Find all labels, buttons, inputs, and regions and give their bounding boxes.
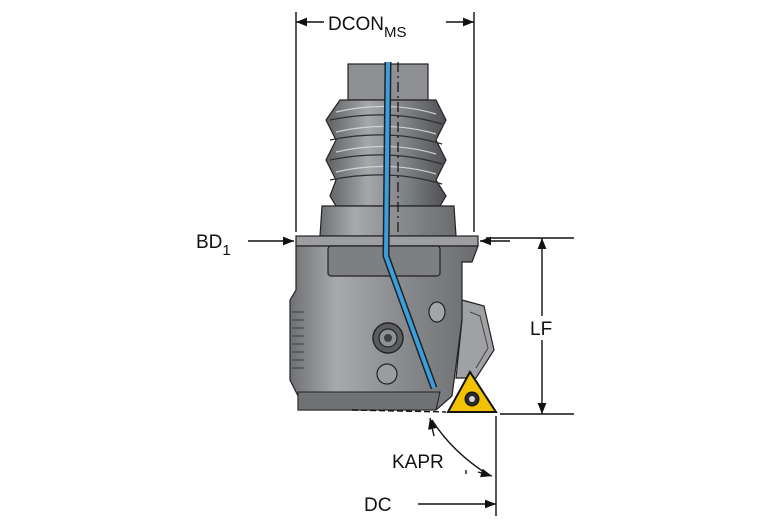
dimension-lines (248, 12, 574, 516)
body-hole-lower (376, 363, 398, 385)
dc-label: DC (364, 495, 391, 516)
coolant-channel (382, 61, 438, 390)
clamp-screw-hole (372, 322, 404, 354)
lf-label: LF (530, 319, 552, 340)
tool-body (289, 61, 498, 413)
insert-pocket (455, 299, 495, 379)
kapr-label: KAPR (392, 452, 444, 473)
body-serrations (292, 311, 304, 369)
dimension-labels: DCONMS BD1 LF KAPR DC (196, 14, 552, 516)
cutting-insert (446, 370, 498, 413)
bd-label: BD1 (196, 232, 231, 259)
lower-body-shade (297, 391, 441, 411)
dcon-label: DCONMS (328, 14, 406, 41)
body-hole-side (428, 301, 446, 323)
